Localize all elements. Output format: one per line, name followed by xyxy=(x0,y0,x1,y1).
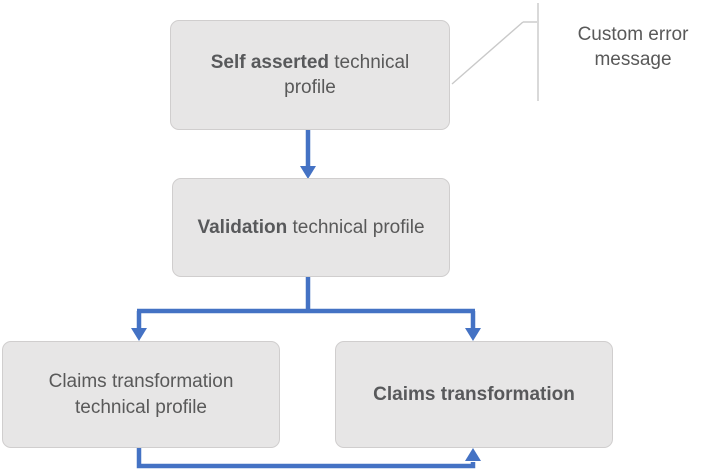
node-claims-tp-regular: Claims transformation technical profile xyxy=(48,371,234,418)
node-validation-regular: technical profile xyxy=(287,216,425,238)
arrow-claims-tp-to-claims xyxy=(136,448,481,469)
callout-custom-error-message: Custom error message xyxy=(577,24,689,71)
node-self-asserted-regular: technical profile xyxy=(284,51,410,98)
node-self-asserted-technical-profile[interactable]: Self asserted technical profile xyxy=(170,20,450,130)
node-claims-transformation-technical-profile[interactable]: Claims transformation technical profile xyxy=(2,341,280,448)
node-claims-tp-label: Claims transformation technical profile xyxy=(15,369,267,419)
node-self-asserted-bold: Self asserted xyxy=(210,51,329,73)
node-validation-label: Validation technical profile xyxy=(185,215,437,240)
node-validation-bold: Validation xyxy=(197,216,288,238)
callout-leader-line xyxy=(451,3,539,101)
node-claims-label: Claims transformation xyxy=(348,382,600,407)
node-claims-bold: Claims transformation xyxy=(373,383,575,405)
arrow-self-asserted-to-validation xyxy=(300,130,316,179)
node-self-asserted-label: Self asserted technical profile xyxy=(183,50,437,100)
arrow-validation-split xyxy=(131,277,481,341)
node-claims-transformation[interactable]: Claims transformation xyxy=(335,341,613,448)
node-validation-technical-profile[interactable]: Validation technical profile xyxy=(172,178,450,277)
